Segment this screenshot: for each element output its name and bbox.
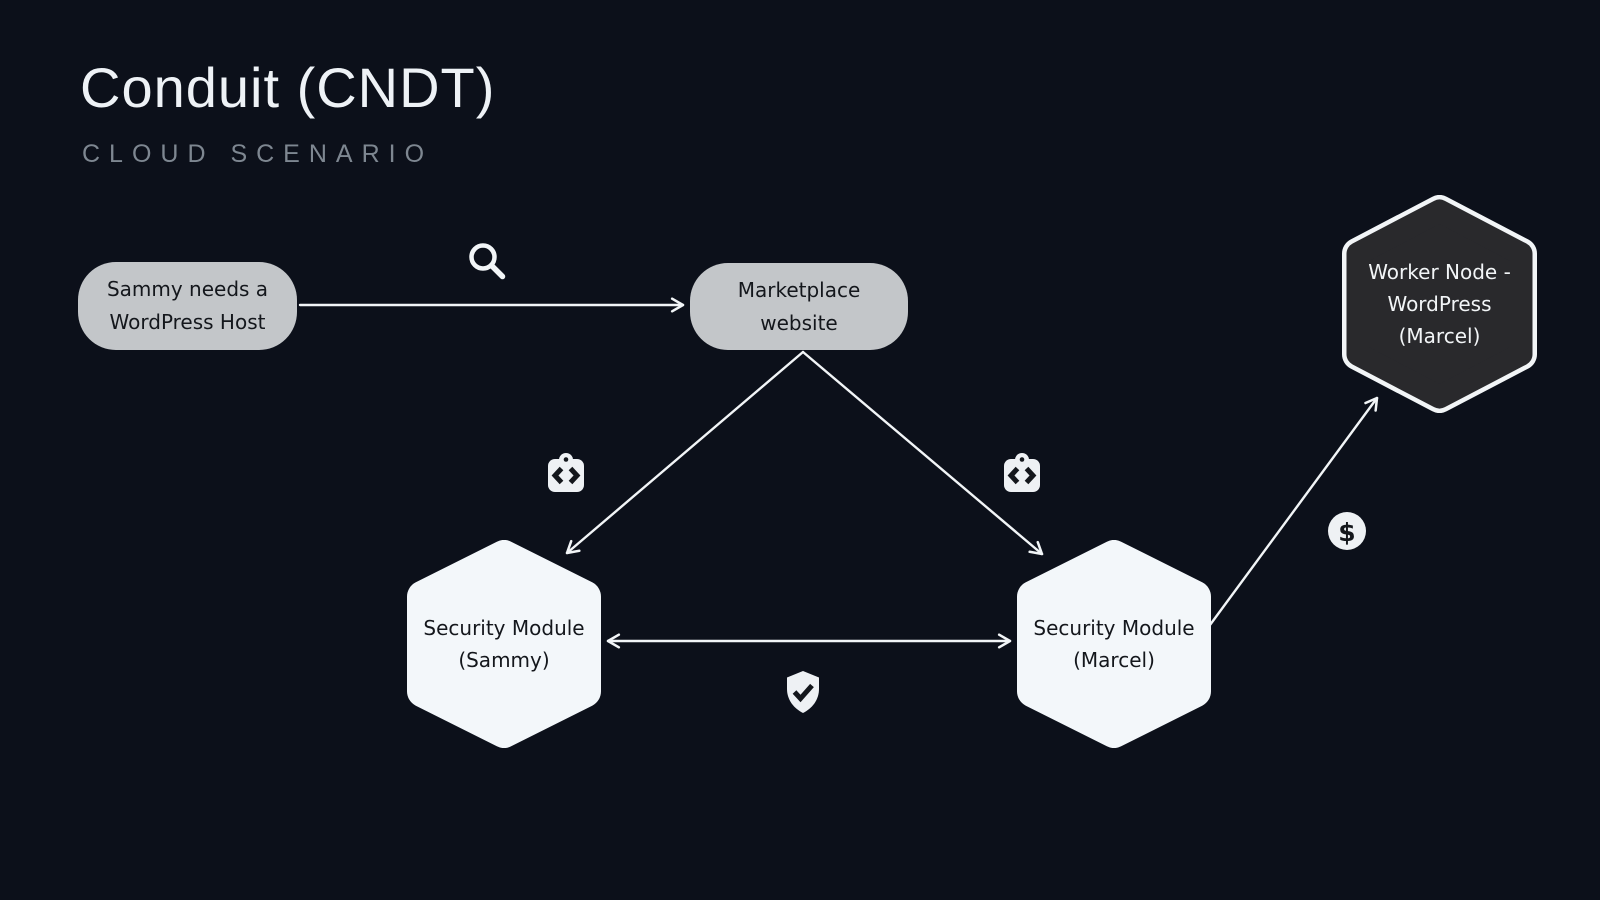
code-clipboard-icon [1004,453,1040,492]
node-label: Security Module (Sammy) [423,616,585,672]
connector-marketplace-security-marcel [801,350,1044,556]
node-label: Worker Node - WordPress (Marcel) [1368,260,1511,348]
connector-marketplace-security-sammy [565,350,805,555]
node-label: Sammy needs a WordPress Host [106,277,269,334]
node-security-marcel: Security Module (Marcel) [1017,540,1211,748]
hexagon-shape [407,540,601,748]
node-security-sammy: Security Module (Sammy) [407,540,601,748]
dollar-glyph: $ [1338,518,1355,547]
node-worker: Worker Node - WordPress (Marcel) [1342,195,1537,413]
shield-check-icon [787,671,819,713]
hexagon-shape [1017,540,1211,748]
hexagon-shape [1342,195,1537,413]
connector-security-marcel-worker [1205,396,1379,631]
node-request: Sammy needs a WordPress Host [78,262,297,350]
node-label: Security Module (Marcel) [1033,616,1195,672]
node-marketplace: Marketplace website [690,263,908,350]
page-title: Conduit (CNDT) [80,56,496,119]
dollar-circle-icon: $ [1328,512,1366,550]
node-label: Marketplace website [737,277,861,335]
code-clipboard-icon [548,453,584,492]
page-subtitle: CLOUD SCENARIO [82,140,434,168]
magnifying-glass-icon [469,243,506,280]
